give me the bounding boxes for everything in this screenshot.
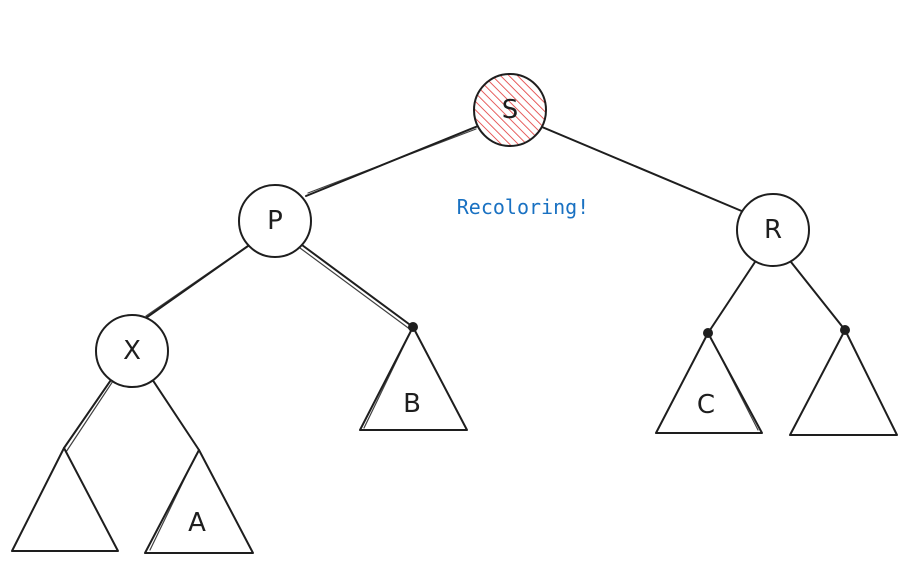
- subtree-label-c: C: [697, 390, 715, 420]
- node-x: X: [95, 314, 169, 388]
- edges: [63, 125, 846, 453]
- attach-dot-b: [408, 322, 418, 332]
- subtree-label-b: B: [403, 389, 421, 419]
- subtree-a: A: [144, 449, 254, 554]
- subtree-label-a: A: [188, 508, 206, 538]
- subtree-c: C: [655, 328, 763, 434]
- subtrees: B C A: [11, 322, 898, 554]
- node-label-p: P: [267, 206, 283, 236]
- node-s-hatch-fill: [474, 74, 546, 146]
- node-s: S: [473, 73, 547, 147]
- node-label-s: S: [502, 95, 519, 125]
- attach-dot-c: [703, 328, 713, 338]
- edge-p-b: [301, 244, 414, 328]
- subtree-right: [789, 325, 898, 436]
- subtree-b: B: [359, 322, 468, 431]
- edge-s-r: [541, 126, 745, 213]
- attach-dot-right: [840, 325, 850, 335]
- edge-x-a: [149, 375, 200, 451]
- recoloring-annotation: Recoloring!: [457, 195, 589, 219]
- edge-r-c: [707, 261, 756, 334]
- node-label-x: X: [123, 336, 141, 366]
- edge-x-left: [63, 376, 114, 449]
- nodes: S P R X: [95, 73, 810, 388]
- subtree-left: [11, 447, 119, 552]
- node-p: P: [238, 184, 312, 258]
- edge-r-right: [790, 261, 846, 331]
- node-r: R: [736, 193, 810, 267]
- node-label-r: R: [764, 215, 782, 245]
